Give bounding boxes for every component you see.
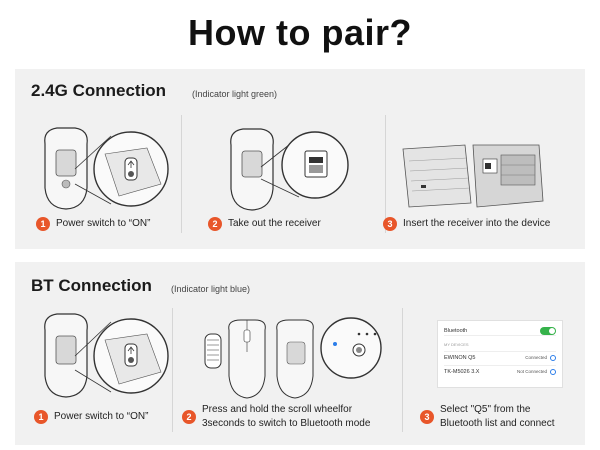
step-number: 3 (420, 410, 434, 424)
mouse-bottom-switch-illustration (44, 313, 169, 398)
bluetooth-toggle[interactable] (540, 326, 556, 335)
step-number: 2 (182, 410, 196, 424)
step-power-on-bt: 1 Power switch to “ON” (34, 410, 148, 424)
device-status: Connected (525, 355, 547, 360)
section-subtitle-bt: (Indicator light blue) (171, 284, 251, 294)
step-text-line2: Bluetooth list and connect (440, 418, 555, 429)
step-text: Take out the receiver (228, 218, 321, 229)
bluetooth-settings-card: Bluetooth MY DEVICES EWINON Q5 Connected… (437, 320, 563, 388)
bluetooth-header-row: Bluetooth (444, 326, 556, 336)
step-number: 1 (34, 410, 48, 424)
divider (181, 115, 182, 233)
divider (385, 115, 386, 233)
section-subtitle-24g: (Indicator light green) (192, 89, 278, 99)
step-text-line1: Select "Q5" from the (440, 404, 531, 415)
device-name: TK-M5026 3.X (444, 368, 480, 375)
device-status: Not Connected (516, 369, 547, 374)
page-title: How to pair? (188, 12, 412, 53)
divider (402, 308, 403, 432)
step-number: 3 (383, 217, 397, 231)
step-text: Power switch to “ON” (54, 411, 149, 422)
step-insert-receiver: 3 Insert the receiver into the device (383, 217, 550, 231)
step-text: Power switch to “ON” (56, 218, 151, 229)
device-name: EWINON Q5 (444, 354, 476, 361)
step-press-scroll-wheel: 2 Press and hold the scroll wheelfor 3se… (182, 403, 370, 431)
step-number: 1 (36, 217, 50, 231)
panel-bt-connection: BT Connection (Indicator light blue) (15, 262, 585, 445)
panel-24g-connection: 2.4G Connection (Indicator light green) (15, 69, 585, 249)
info-icon[interactable] (550, 354, 556, 361)
step-text-line2: 3seconds to switch to Bluetooth mode (202, 418, 371, 429)
section-title-24g: 2.4G Connection (31, 81, 167, 100)
bluetooth-label: Bluetooth (444, 327, 468, 334)
info-icon[interactable] (550, 368, 556, 375)
step-power-on-24g: 1 Power switch to “ON” (36, 217, 150, 231)
divider (172, 308, 173, 432)
step-number: 2 (208, 217, 222, 231)
step-select-q5: 3 Select "Q5" from the Bluetooth list an… (420, 403, 555, 431)
step-text: Insert the receiver into the device (403, 218, 551, 229)
section-title-bt: BT Connection (31, 276, 152, 295)
scroll-wheel-bt-illustration (204, 317, 382, 399)
receiver-illustration (230, 128, 349, 211)
my-devices-label: MY DEVICES (444, 342, 556, 347)
device-row[interactable]: TK-M5026 3.X Not Connected (444, 365, 556, 377)
section-label: MY DEVICES (444, 342, 469, 347)
mouse-bottom-switch-illustration (44, 127, 169, 210)
laptop-receiver-illustration (402, 144, 544, 208)
device-row[interactable]: EWINON Q5 Connected (444, 351, 556, 363)
step-take-out-receiver: 2 Take out the receiver (208, 217, 321, 231)
step-text-line1: Press and hold the scroll wheelfor (202, 404, 353, 415)
